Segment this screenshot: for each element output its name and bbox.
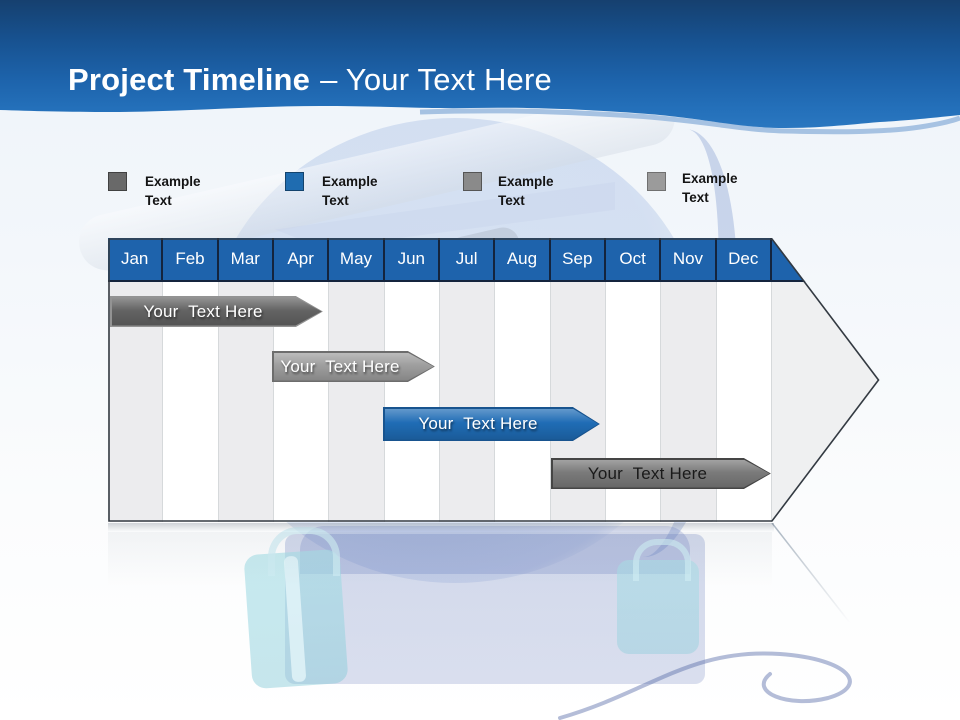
timeline-arrow: Jan Feb Mar Apr May Jun Jul Aug Sep Oct … [108, 238, 880, 522]
task-bar: Your Text Here [551, 458, 771, 489]
legend-swatch [108, 172, 127, 191]
month-header-cell: Mar [219, 238, 274, 280]
title-primary: Project Timeline [68, 62, 311, 97]
legend-label: Example Text [498, 174, 554, 208]
month-column [439, 282, 496, 522]
month-column [384, 282, 440, 522]
task-bar-label: Your Text Here [418, 414, 538, 433]
month-header-row: Jan Feb Mar Apr May Jun Jul Aug Sep Oct … [108, 238, 880, 282]
task-bar: Your Text Here [272, 351, 435, 382]
table-shadow [108, 523, 774, 532]
month-header-cell: Dec [717, 238, 772, 280]
month-header-cell: Feb [163, 238, 219, 280]
month-header-cells: Jan Feb Mar Apr May Jun Jul Aug Sep Oct … [108, 238, 772, 280]
slide-title: Project Timeline – Your Text Here [68, 60, 552, 100]
month-header-cell: Aug [495, 238, 551, 280]
month-column [329, 282, 385, 522]
task-bar: Your Text Here [110, 296, 323, 327]
month-header-cell: Oct [606, 238, 662, 280]
month-header-cell: Jan [108, 238, 164, 280]
legend-swatch [463, 172, 482, 191]
task-bar: Your Text Here [383, 407, 600, 441]
task-bar-label: Your Text Here [280, 356, 400, 376]
travel-bag-handle-image [633, 539, 691, 581]
legend-label: Example Text [145, 174, 201, 208]
timeline-arrow-fill: Jan Feb Mar Apr May Jun Jul Aug Sep Oct … [108, 238, 880, 522]
month-header-cell: Jul [440, 238, 496, 280]
title-secondary: – Your Text Here [320, 62, 552, 97]
arrow-reflection [771, 523, 851, 624]
month-header-cell: Jun [385, 238, 440, 280]
table-reflection [108, 532, 772, 587]
month-header-cell: May [329, 238, 385, 280]
month-header-cell: Nov [661, 238, 717, 280]
month-header-cell: Apr [274, 238, 330, 280]
legend-label: Example Text [322, 174, 378, 208]
month-column [495, 282, 551, 522]
travel-bag-handle-image [268, 527, 340, 576]
legend-label: Example Text [682, 171, 738, 205]
legend-swatch [285, 172, 304, 191]
headphone-cable-image [558, 651, 852, 720]
task-bar-label: Your Text Here [587, 463, 708, 483]
legend-swatch [647, 172, 666, 191]
task-bar-label: Your Text Here [143, 301, 263, 321]
month-header-cell: Sep [551, 238, 606, 280]
